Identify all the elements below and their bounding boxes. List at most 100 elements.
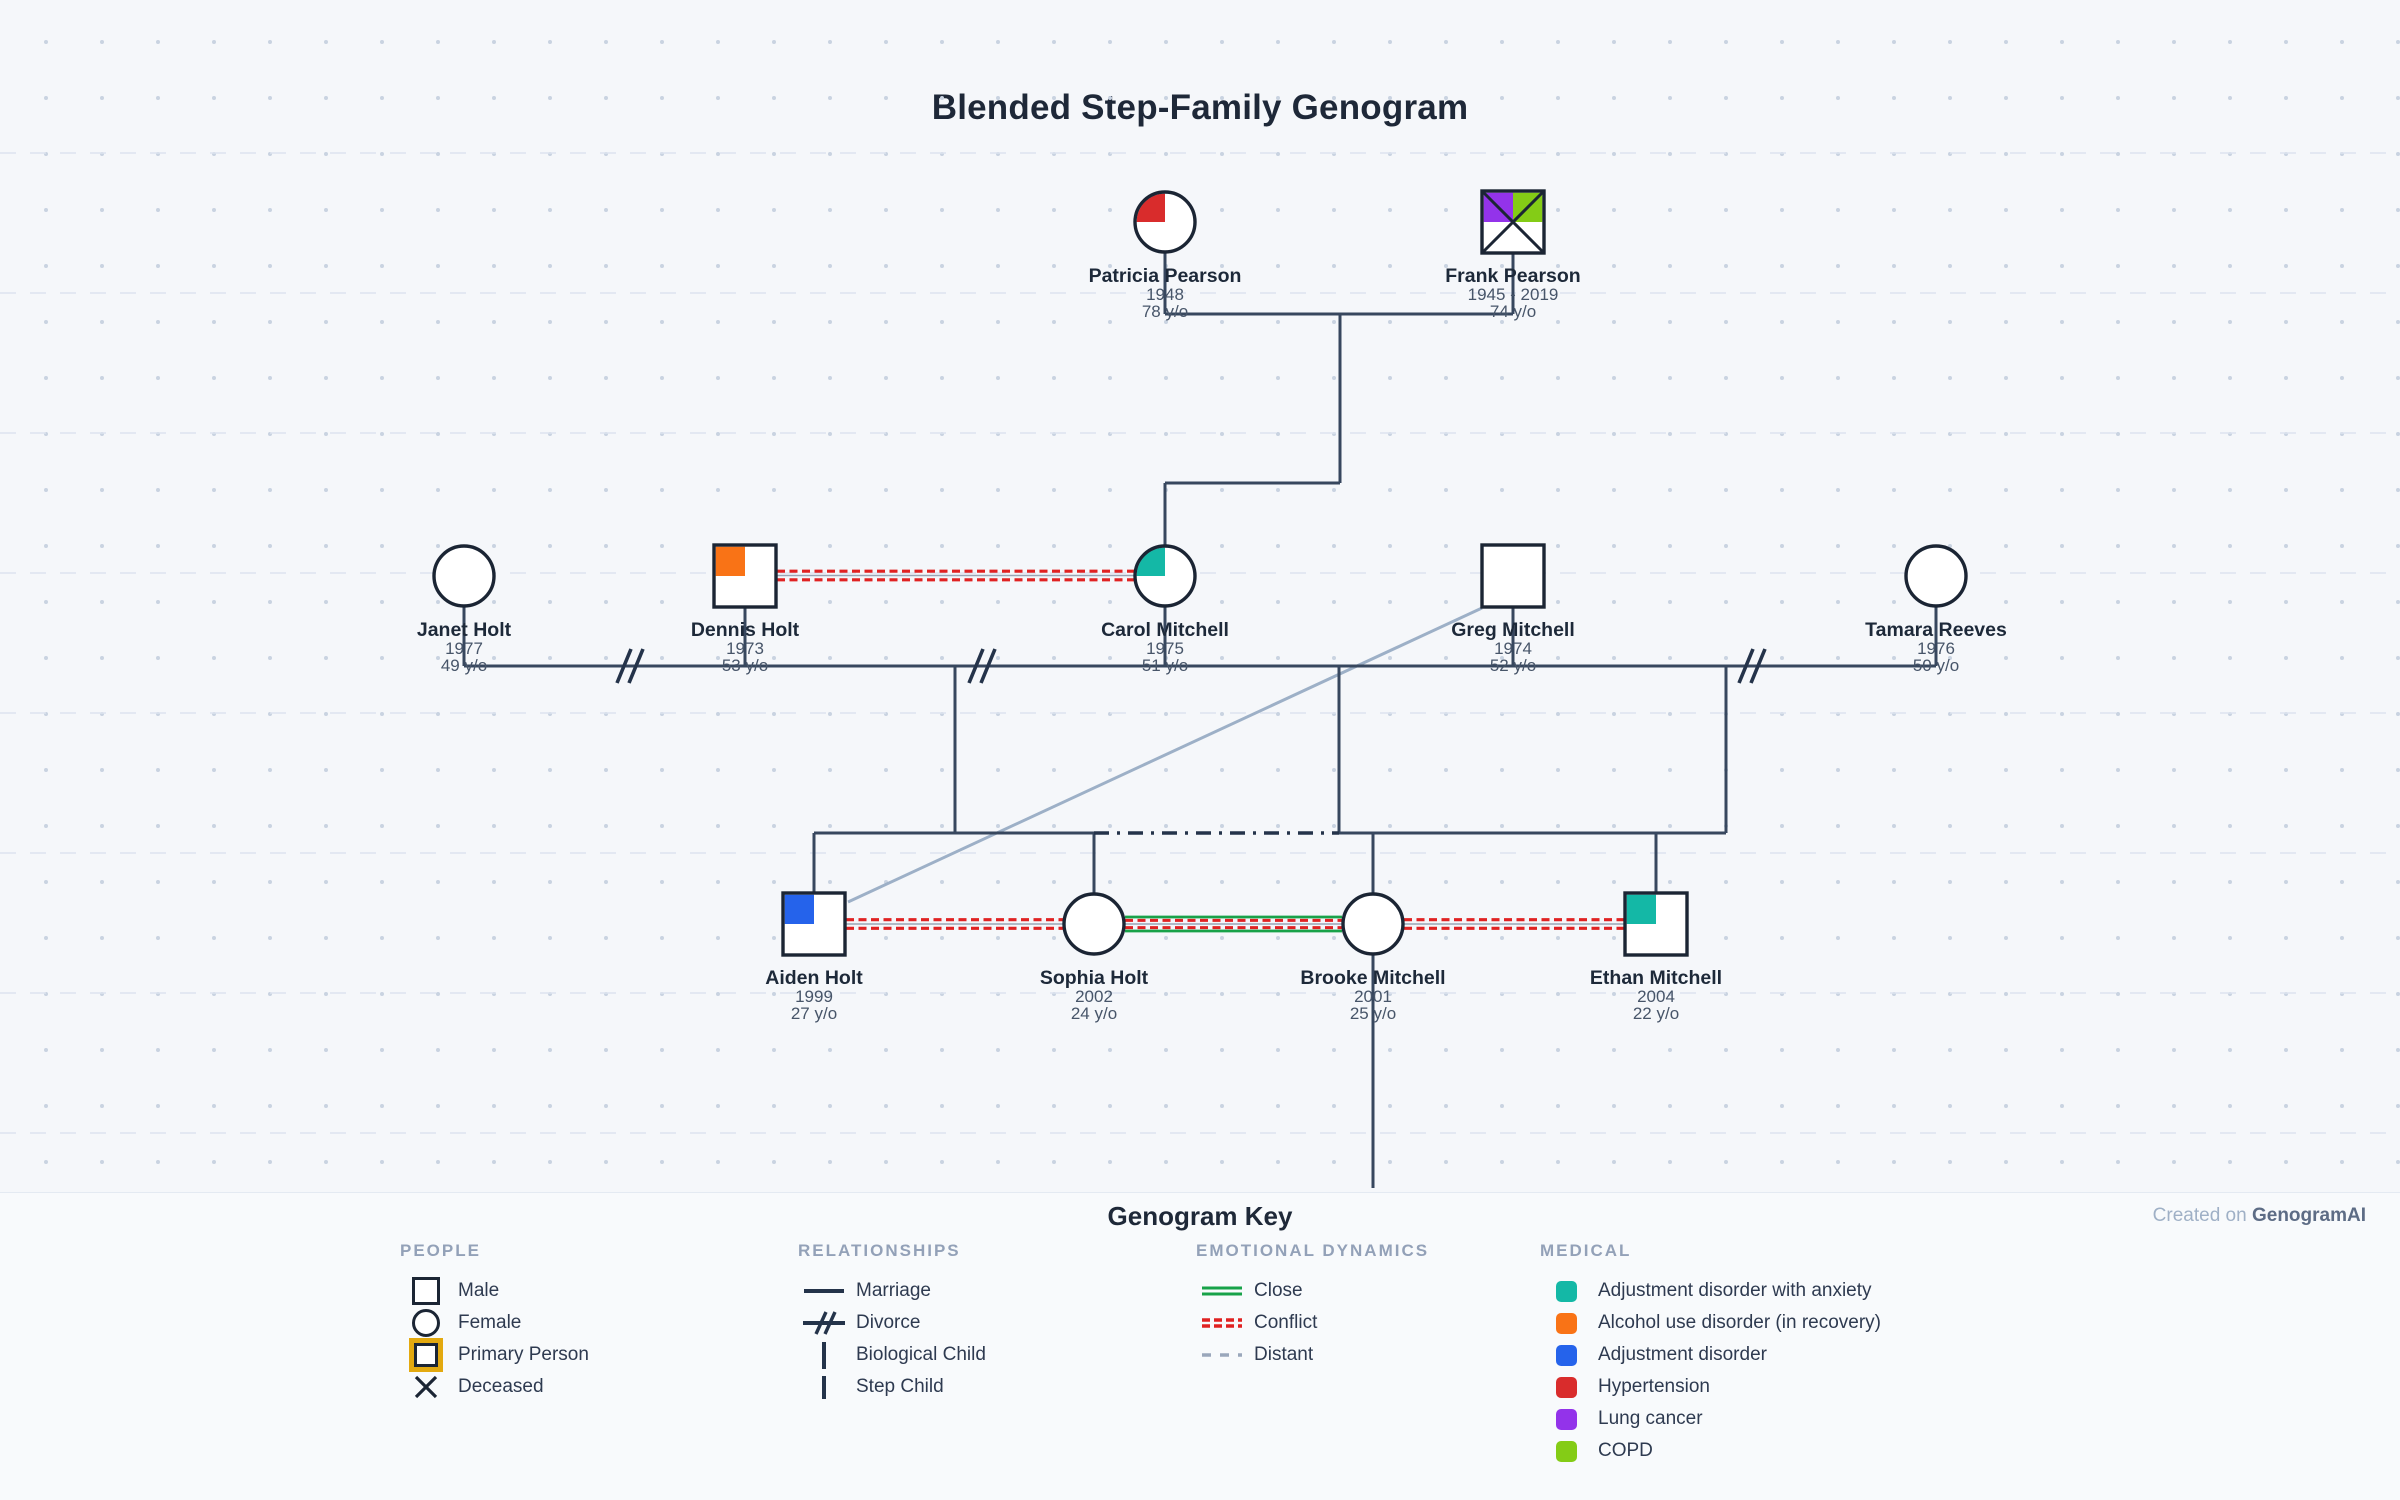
medical-swatch-icon [1555,1408,1577,1430]
divorce-line-icon [803,1311,845,1335]
key-item: Male [400,1275,589,1307]
key-item: Distant [1196,1339,1429,1371]
person-years: 2001 [1354,987,1392,1006]
close-conflict-relationship-line[interactable] [1125,915,1342,933]
biological-child-icon [822,1341,826,1369]
conflict-relationship-line[interactable] [1404,918,1624,930]
divorce-mark [615,648,645,684]
person-years: 1975 [1146,639,1184,658]
key-item-label: Primary Person [458,1344,589,1365]
marriage-line-icon [804,1289,844,1293]
key-item-label: Conflict [1254,1312,1318,1333]
person-years: 2004 [1637,987,1675,1006]
credit-brand: GenogramAI [2251,1205,2366,1226]
key-item: Adjustment disorder with anxiety [1540,1275,1881,1307]
deceased-icon [414,1375,438,1399]
person-age: 74 y/o [1490,302,1536,321]
person-years: 1976 [1917,639,1955,658]
key-item-label: Biological Child [856,1344,986,1365]
medical-quarter-teal [1626,894,1656,924]
key-item: Marriage [798,1275,986,1307]
person-age: 27 y/o [791,1004,837,1023]
medical-swatch-icon [1555,1312,1577,1334]
key-item-label: COPD [1598,1440,1653,1461]
person-name: Patricia Pearson [1089,265,1242,287]
person-years: 2002 [1075,987,1113,1006]
primary-person-icon [414,1343,438,1367]
medical-swatch-icon [1555,1440,1577,1462]
person-years: 1977 [445,639,483,658]
person-age: 24 y/o [1071,1004,1117,1023]
key-section-heading: EMOTIONAL DYNAMICS [1196,1241,1430,1260]
person-age: 53 y/o [722,656,768,675]
divorce-mark [967,648,997,684]
key-item: Primary Person [400,1339,589,1371]
key-item: Biological Child [798,1339,986,1371]
key-item-label: Female [458,1312,522,1333]
key-item: Adjustment disorder [1540,1339,1881,1371]
person-name: Tamara Reeves [1865,619,2007,641]
person-name: Janet Holt [417,619,512,641]
person-name: Sophia Holt [1040,967,1149,989]
step-child-icon [822,1375,826,1399]
credit-line: Created on GenogramAI [2153,1205,2366,1227]
key-item: Step Child [798,1371,986,1403]
medical-swatch-icon [1555,1376,1577,1398]
conflict-relationship-line[interactable] [846,918,1063,930]
person-name: Aiden Holt [765,967,863,989]
key-item-label: Adjustment disorder with anxiety [1598,1280,1872,1301]
person-age: 49 y/o [441,656,487,675]
key-item-label: Step Child [856,1376,944,1397]
key-section-heading: MEDICAL [1540,1241,1632,1260]
distant-relationship-line[interactable] [847,606,1483,904]
key-item: Close [1196,1275,1429,1307]
person-name: Ethan Mitchell [1590,967,1722,989]
person-age: 52 y/o [1490,656,1536,675]
medical-swatch-icon [1555,1344,1577,1366]
key-item: Female [400,1307,589,1339]
close-line-icon [1202,1286,1242,1296]
person-years: 1974 [1494,639,1532,658]
key-item: Conflict [1196,1307,1429,1339]
key-item-label: Adjustment disorder [1598,1344,1767,1365]
person-years: 1999 [795,987,833,1006]
deceased-cross [1480,189,1546,255]
divorce-mark [1737,648,1767,684]
person-years: 1973 [726,639,764,658]
key-item: Divorce [798,1307,986,1339]
person-age: 22 y/o [1633,1004,1679,1023]
female-icon [412,1309,440,1337]
key-item: Hypertension [1540,1371,1881,1403]
key-item-label: Alcohol use disorder (in recovery) [1598,1312,1882,1333]
key-item: Deceased [400,1371,589,1403]
person-years: 1945 - 2019 [1468,285,1559,304]
medical-quarter-red [1136,193,1165,222]
genogram-key-panel: Genogram Key Created on GenogramAI PEOPL… [0,1192,2400,1500]
person-name: Greg Mitchell [1451,619,1575,641]
key-item-label: Close [1254,1280,1303,1301]
medical-quarter-blue [784,894,814,924]
person-age: 51 y/o [1142,656,1188,675]
person-age: 50 y/o [1913,656,1959,675]
person-age: 78 y/o [1142,302,1188,321]
key-item-label: Lung cancer [1598,1408,1703,1429]
key-item: Alcohol use disorder (in recovery) [1540,1307,1881,1339]
key-section-heading: RELATIONSHIPS [798,1241,961,1260]
dot-grid-background [0,0,2400,1192]
key-item: COPD [1540,1435,1881,1467]
conflict-relationship-line[interactable] [777,569,1134,582]
